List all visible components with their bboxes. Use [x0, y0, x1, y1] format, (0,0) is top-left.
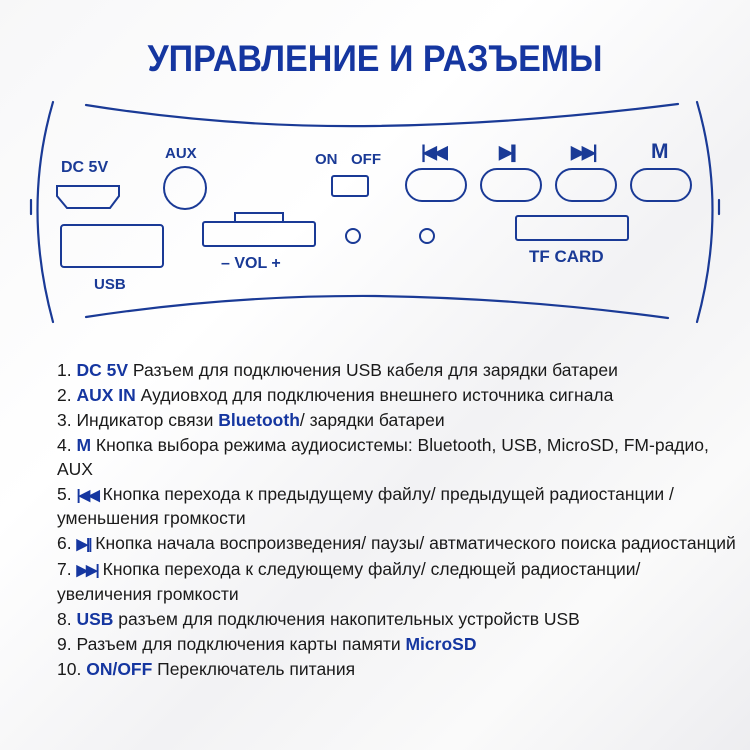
list-item: 10. ON/OFF Переключатель питания	[57, 658, 356, 679]
on-label: ON	[315, 151, 338, 168]
skip-previous-icon: |◀◀	[76, 486, 99, 504]
play-pause-icon: ▶||	[499, 142, 517, 162]
skip-previous-icon: |◀◀	[421, 142, 448, 162]
list-item: 6. ▶|| Кнопка начала воспроизведения/ па…	[57, 533, 736, 553]
list-item: 3. Индикатор связи Bluetooth/ зарядки ба…	[57, 410, 445, 430]
tfcard-label: TF CARD	[529, 247, 604, 266]
list-item: 8. USB разъем для подключения накопитель…	[57, 608, 580, 629]
vol-label: – VOL +	[221, 255, 281, 272]
usb-label: USB	[94, 276, 126, 293]
play-pause-icon: ▶||	[76, 536, 92, 553]
list-item: 4. M Кнопка выбора режима аудиосистемы: …	[57, 435, 709, 479]
mode-icon: M	[651, 140, 669, 163]
list-item: 5. |◀◀ Кнопка перехода к предыдущему фай…	[57, 483, 674, 529]
page-title: УПРАВЛЕНИЕ И РАЗЪЕМЫ	[147, 38, 603, 79]
off-label: OFF	[351, 151, 381, 168]
description-list: 1. DC 5V Разъем для подключения USB кабе…	[57, 359, 737, 683]
aux-label: AUX	[165, 145, 197, 162]
skip-next-icon: ▶▶|	[76, 562, 99, 579]
control-panel-diagram: DC 5V AUX USB – VOL + ON OFF TF CARD |◀◀…	[0, 90, 750, 340]
panel-outline	[29, 100, 721, 324]
list-item: 7. ▶▶| Кнопка перехода к следующему файл…	[57, 559, 641, 604]
skip-next-icon: ▶▶|	[571, 142, 598, 162]
list-item: 1. DC 5V Разъем для подключения USB кабе…	[57, 360, 618, 380]
list-item: 9. Разъем для подключения карты памяти M…	[57, 633, 477, 654]
list-item: 2. AUX IN Аудиовход для подключения внеш…	[57, 385, 614, 405]
dc5v-label: DC 5V	[61, 159, 109, 176]
